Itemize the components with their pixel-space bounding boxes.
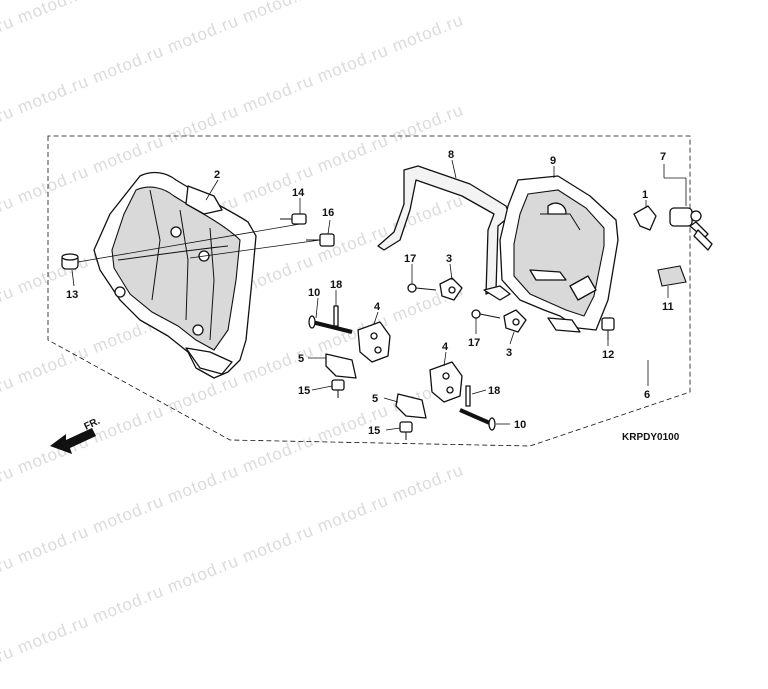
screw-15-lower-part xyxy=(399,421,413,440)
inner-cover-part xyxy=(93,171,257,379)
bracket-5-lower-part xyxy=(395,393,427,419)
latch-1-part xyxy=(633,205,657,231)
leader-lines xyxy=(71,159,687,431)
callout-label: 18 xyxy=(330,279,342,291)
callout-label: 13 xyxy=(66,289,78,301)
callout-label: 12 xyxy=(602,349,614,361)
callout-label: 9 xyxy=(550,155,556,167)
hinge-4-upper-part xyxy=(357,321,391,363)
callout-label: 5 xyxy=(372,393,378,405)
grommet-part xyxy=(61,253,79,270)
callout-label: 17 xyxy=(468,337,480,349)
callout-label: 5 xyxy=(298,353,304,365)
direction-label: FR. xyxy=(82,416,101,433)
screw-12-part xyxy=(601,317,615,340)
seal-strip-part xyxy=(377,165,511,301)
diagram-code: KRPDY0100 xyxy=(622,432,680,443)
pin-18-lower-part xyxy=(465,385,471,407)
callout-label: 4 xyxy=(442,341,449,353)
screw-15-upper-part xyxy=(331,379,345,398)
pad-11-part xyxy=(657,265,687,287)
callout-label: 14 xyxy=(292,187,305,199)
lock-7-part xyxy=(669,207,713,251)
bolt-10-upper-part xyxy=(308,315,353,334)
callout-label: 15 xyxy=(298,385,310,397)
clip-3-lower-part xyxy=(503,309,527,333)
callout-label: 3 xyxy=(506,347,512,359)
hinge-4-lower-part xyxy=(429,361,463,403)
callout-label: 6 xyxy=(644,389,650,401)
callout-label: 16 xyxy=(322,207,334,219)
callout-label: 15 xyxy=(368,425,380,437)
screw-17-upper-part xyxy=(407,283,437,293)
callout-label: 17 xyxy=(404,253,416,265)
callout-label: 11 xyxy=(662,301,674,313)
callout-label: 7 xyxy=(660,151,666,163)
assembly-outline xyxy=(47,135,691,447)
callout-label: 4 xyxy=(374,301,381,313)
callout-label: 3 xyxy=(446,253,452,265)
callout-label: 10 xyxy=(308,287,320,299)
callout-label: 8 xyxy=(448,149,454,161)
callout-label: 10 xyxy=(514,419,526,431)
screw-17-lower-part xyxy=(471,309,501,319)
bracket-5-upper-part xyxy=(325,353,357,379)
callout-label: 1 xyxy=(642,189,648,201)
clip-3-upper-part xyxy=(439,277,463,301)
direction-arrow-icon: FR. xyxy=(50,416,102,454)
callout-label: 2 xyxy=(214,169,220,181)
bolt-10-lower-part xyxy=(459,408,496,431)
pin-18-upper-part xyxy=(333,305,339,327)
inner-frame-part xyxy=(499,175,619,333)
screw-14-part xyxy=(280,213,307,225)
exploded-view: FR. KRPDY0100 2 14 16 13 10 18 4 5 15 8 … xyxy=(47,135,713,454)
callout-label: 18 xyxy=(488,385,500,397)
parts-diagram: motod.ru motod.ru motod.ru motod.ru moto… xyxy=(0,0,713,688)
